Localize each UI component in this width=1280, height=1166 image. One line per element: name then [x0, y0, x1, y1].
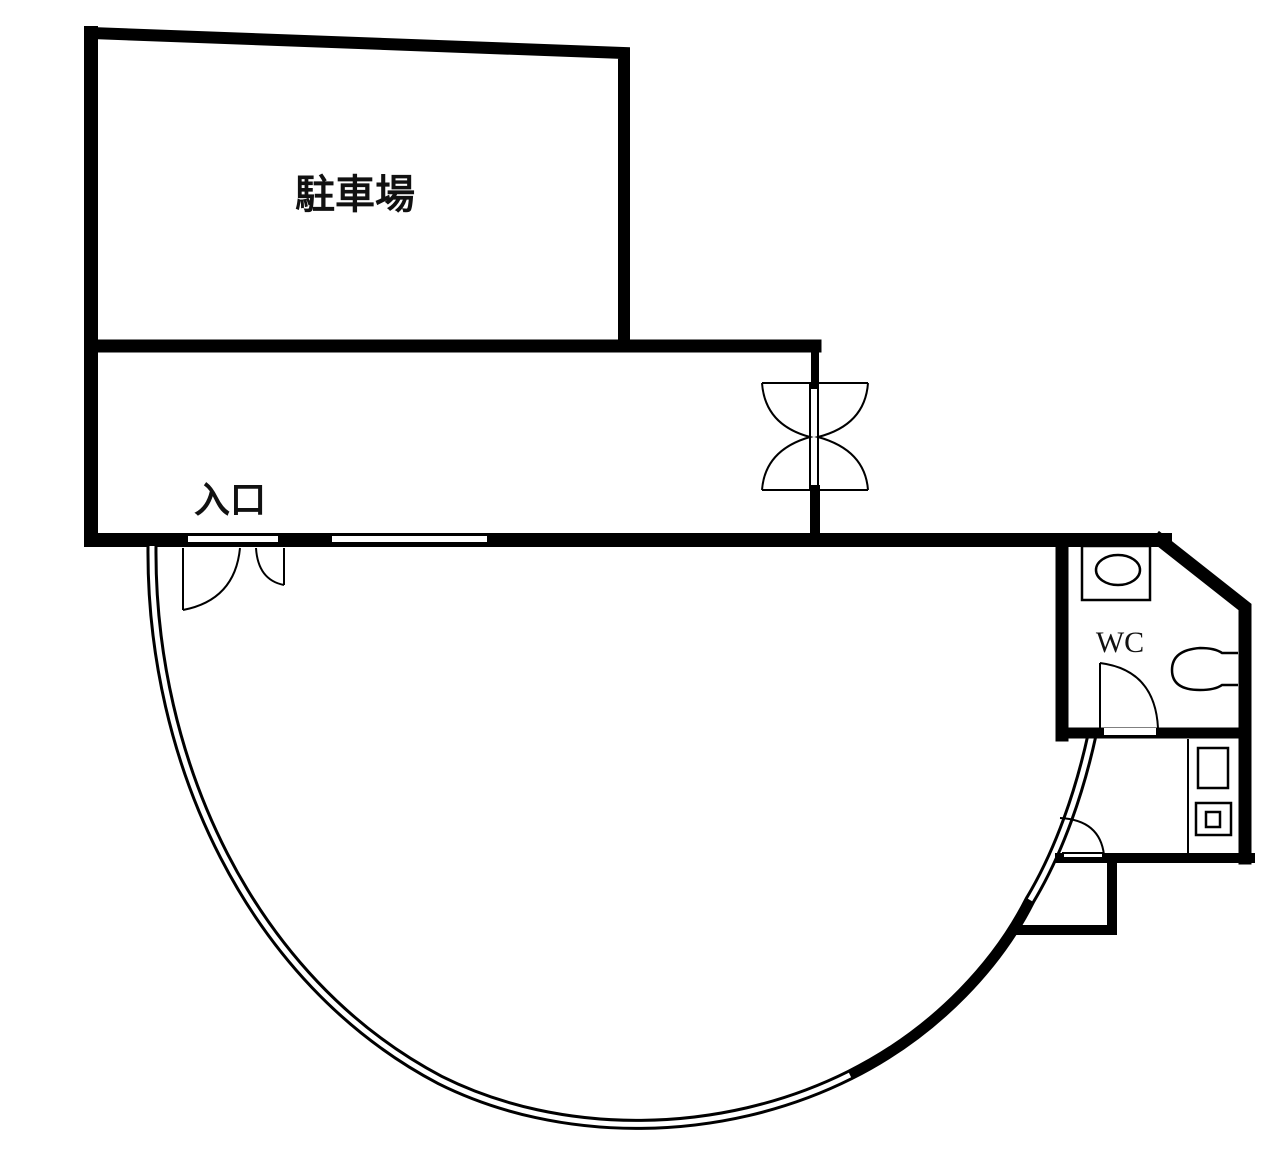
wc-block: [1010, 530, 1255, 935]
sink-icon: [1196, 746, 1230, 790]
entrance-label: 入口: [194, 480, 266, 521]
stove-icon: [1194, 801, 1233, 837]
wc-door[interactable]: [1099, 662, 1159, 729]
double-door[interactable]: [761, 382, 869, 491]
parking-label: 駐車場: [295, 172, 415, 218]
wc-door-opening: [1104, 728, 1156, 735]
wc-label: WC: [1096, 626, 1144, 659]
washbasin-icon: [1080, 544, 1152, 602]
stove-burner-icon: [1204, 810, 1222, 829]
fixtures: [1080, 544, 1238, 837]
entrance-door[interactable]: [182, 547, 285, 611]
washbasin-bowl-icon: [1094, 553, 1142, 587]
window-opening: [332, 536, 487, 542]
toilet-icon: [1170, 646, 1238, 692]
openings: [188, 536, 487, 542]
kitchen-door[interactable]: [1059, 817, 1105, 859]
curved-wall: [146, 545, 1098, 1130]
walls: [84, 26, 1172, 547]
parking-wall: [84, 26, 630, 351]
entrance-opening: [188, 536, 278, 542]
